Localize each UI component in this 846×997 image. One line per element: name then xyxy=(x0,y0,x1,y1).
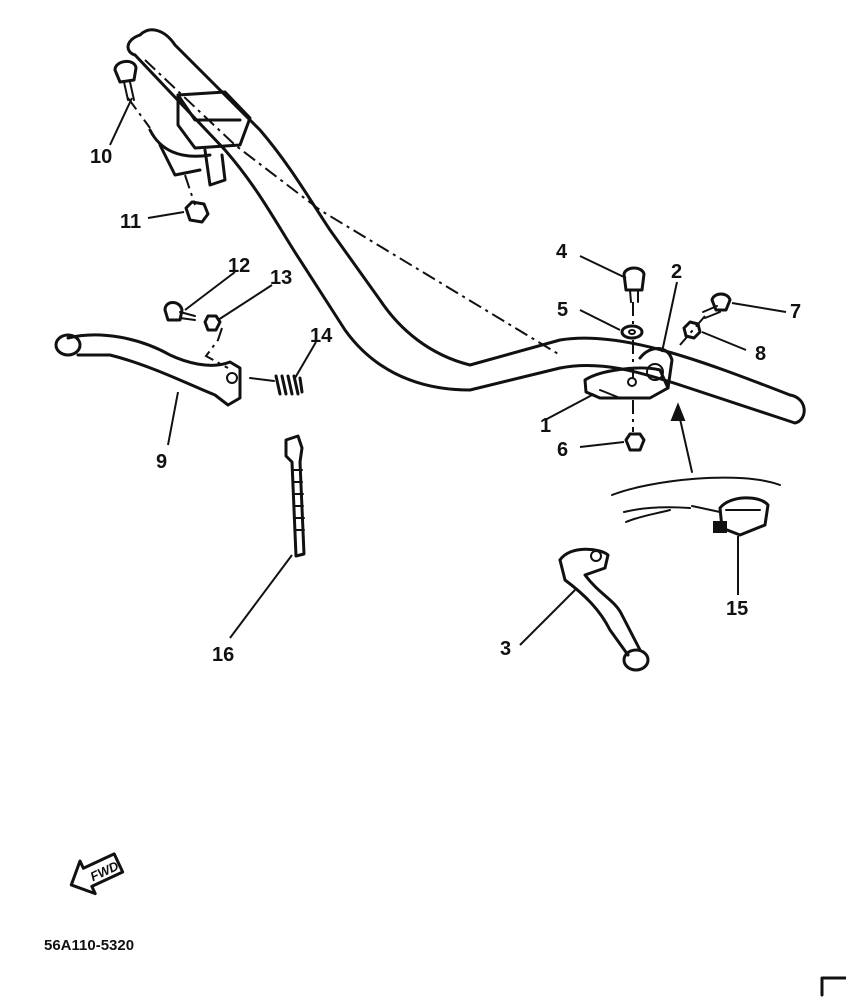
drawing-code: 56A110-5320 xyxy=(44,937,134,954)
callout-15: 15 xyxy=(726,598,748,620)
callout-14: 14 xyxy=(310,325,333,347)
callout-6: 6 xyxy=(557,439,568,461)
nut-11 xyxy=(184,200,210,224)
fwd-arrow: FWD xyxy=(69,852,125,896)
callout-13: 13 xyxy=(270,267,292,289)
leader-lines xyxy=(109,97,787,646)
bolt-10 xyxy=(113,60,138,101)
callout-10: 10 xyxy=(90,146,112,168)
callout-4: 4 xyxy=(556,241,568,263)
lever-bracket xyxy=(583,347,674,400)
washer-5 xyxy=(620,324,644,340)
callout-1: 1 xyxy=(540,415,551,437)
handlebar-holder xyxy=(148,90,252,187)
bolt-12 xyxy=(163,301,196,322)
nut-8 xyxy=(682,320,702,340)
callout-11: 11 xyxy=(120,211,141,233)
screw-7 xyxy=(702,292,732,319)
lever-9 xyxy=(54,333,242,407)
nut-6 xyxy=(624,432,646,452)
callout-7: 7 xyxy=(790,301,801,323)
bolt-4 xyxy=(622,266,646,303)
spring-14 xyxy=(249,374,304,396)
callout-5: 5 xyxy=(557,299,568,321)
callout-3: 3 xyxy=(500,638,511,660)
lever-3 xyxy=(558,547,650,672)
nut-13 xyxy=(203,314,222,332)
cable-tie-16 xyxy=(284,434,306,558)
crop-mark xyxy=(820,976,846,997)
switch-15 xyxy=(623,496,770,537)
callout-12: 12 xyxy=(228,255,250,277)
detail-arrow xyxy=(611,402,781,496)
callout-8: 8 xyxy=(755,343,766,365)
callout-2: 2 xyxy=(671,261,682,283)
callout-16: 16 xyxy=(212,644,234,666)
callout-labels: 1 2 3 4 5 6 7 8 9 10 11 12 13 14 15 16 xyxy=(90,146,801,666)
callout-9: 9 xyxy=(156,451,167,473)
handlebar xyxy=(126,28,806,425)
